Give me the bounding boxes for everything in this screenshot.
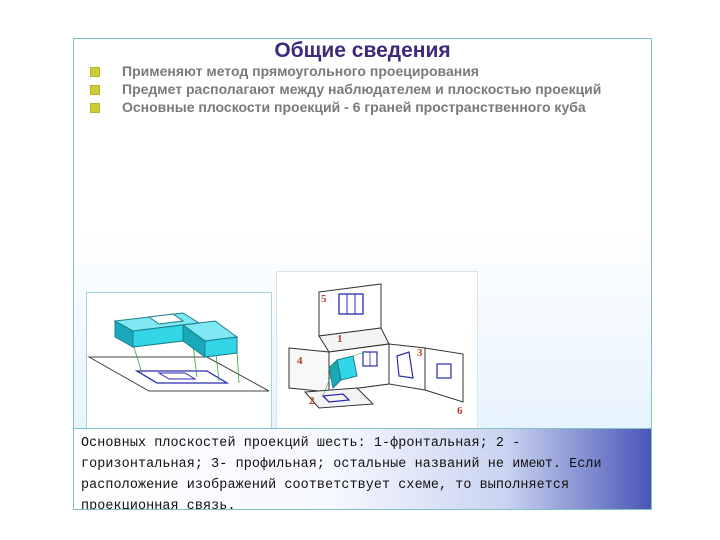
slide-title: Общие сведения — [274, 39, 451, 62]
bullet-item: Основные плоскости проекций - 6 граней п… — [88, 99, 648, 115]
square-bullet-icon — [90, 85, 100, 95]
bullet-text: Предмет располагают между наблюдателем и… — [122, 81, 602, 97]
projection-planes-figure: 5 1 4 3 2 6 — [276, 271, 478, 433]
slide: Общие сведения Применяют метод прямоугол… — [73, 38, 652, 510]
projection-object-figure — [86, 292, 272, 430]
bullet-item: Применяют метод прямоугольного проециров… — [88, 63, 648, 79]
projection-planes-drawing: 5 1 4 3 2 6 — [288, 283, 464, 417]
plane-label-2: 2 — [309, 395, 315, 407]
square-bullet-icon — [90, 67, 100, 77]
plane-label-4: 4 — [297, 355, 303, 367]
caption-box: Основных плоскостей проекций шесть: 1-фр… — [74, 428, 651, 510]
bullet-text: Основные плоскости проекций - 6 граней п… — [122, 99, 586, 115]
projection-object-drawing — [87, 312, 270, 392]
plane-label-6: 6 — [457, 405, 463, 417]
plane-label-5: 5 — [321, 293, 327, 305]
plane-label-1: 1 — [337, 333, 343, 345]
bullet-item: Предмет располагают между наблюдателем и… — [88, 81, 648, 97]
square-bullet-icon — [90, 103, 100, 113]
caption-text: Основных плоскостей проекций шесть: 1-фр… — [81, 436, 602, 510]
bullet-text: Применяют метод прямоугольного проециров… — [122, 63, 479, 79]
plane-label-3: 3 — [417, 347, 423, 359]
bullet-list: Применяют метод прямоугольного проециров… — [88, 63, 648, 117]
